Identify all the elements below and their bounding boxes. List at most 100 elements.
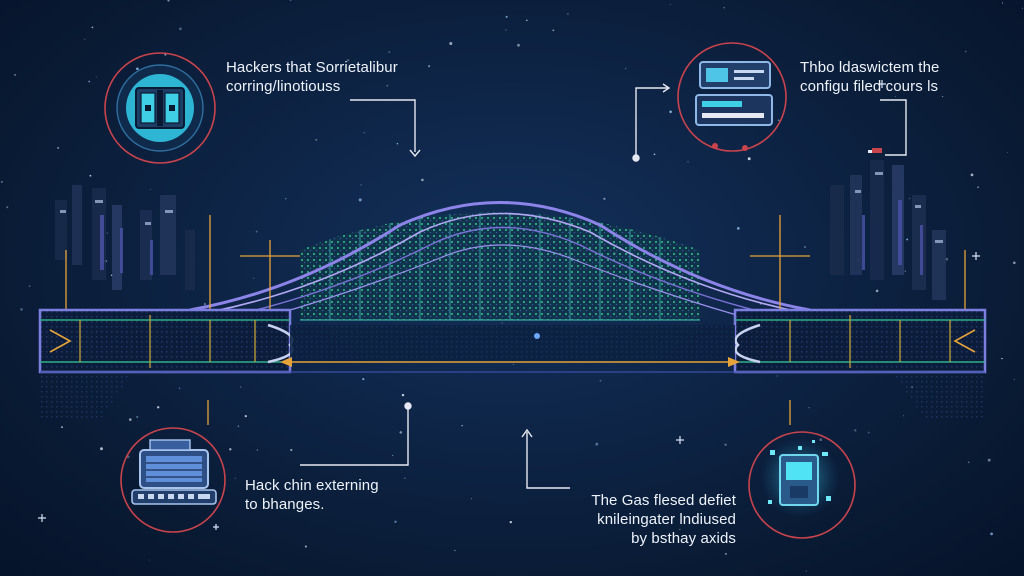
callout-leaders [300,83,907,489]
star [106,232,109,234]
star [136,415,139,419]
star [57,146,60,149]
star [1,181,3,183]
star [178,387,181,389]
right-deck [733,308,987,374]
star [136,67,139,71]
star [1012,261,1016,265]
star [244,415,247,418]
star [256,449,259,451]
star [363,131,365,134]
star [285,198,287,200]
star [1001,357,1003,360]
star [396,143,399,145]
callout-top-left-line1: Hackers that Sorrietalibur [226,59,398,76]
star [687,161,689,163]
star [669,3,671,5]
star [903,415,905,417]
star [970,173,974,177]
star [234,477,236,479]
star [461,424,463,427]
star [404,477,406,479]
star [157,406,160,409]
callout-top-left-line2: corring/linotiouss [226,78,341,95]
star [904,270,906,272]
star [990,532,993,536]
callout-top-left: Hackers that Sorrietalibur corring/linot… [226,58,398,96]
star [386,84,389,87]
star [525,19,528,22]
star [360,184,362,186]
star [653,153,656,156]
star [819,438,823,441]
callout-bottom-left-line2: to bhanges. [245,496,325,513]
star [315,138,318,141]
glitch-device-icon [748,431,856,539]
star [1013,378,1015,381]
star [679,528,681,530]
accent-marker [868,148,882,153]
bridge-arch [189,201,811,321]
star [392,454,394,457]
star [84,38,86,41]
star [428,65,431,68]
star [776,375,778,377]
star [723,7,725,9]
keyboard-terminal-icon [120,427,226,533]
star [603,197,606,200]
star [299,70,301,72]
star [595,442,599,446]
star [359,201,361,203]
star [854,429,857,432]
star [908,197,911,200]
star [736,227,740,230]
star [509,520,512,524]
right-data-columns [830,160,946,300]
callout-top-right-line2: configu filed cours ls [800,78,939,95]
star [358,198,362,202]
star [290,448,293,452]
star [88,80,91,83]
star [875,289,879,293]
star [91,26,94,29]
star [552,29,555,32]
star [977,186,979,189]
star [95,76,97,78]
star [298,89,300,91]
star [967,461,970,464]
star [255,230,258,233]
callout-bottom-right: The Gas flesed defiet knileingater lndiu… [540,491,736,548]
star [454,549,456,552]
callout-bottom-right-line2: knileingater lndiused [597,511,736,528]
star [229,448,232,451]
star [567,13,569,15]
star [987,458,991,462]
star [1001,2,1004,4]
callout-bottom-left-line1: Hack chin externing [245,477,379,494]
star [150,189,152,191]
star [148,559,150,561]
sparkles [38,80,980,530]
left-deck [38,308,294,374]
star [1022,7,1023,9]
star [867,431,870,434]
callout-top-right-line1: Thbo ldaswictem the [800,59,940,76]
star [805,570,807,572]
star [388,51,391,54]
star [178,27,182,31]
star [401,393,405,397]
star [449,42,453,45]
config-panel-icon [677,42,787,152]
star [304,545,307,548]
star [394,520,397,523]
center-roadway [40,325,985,420]
callout-bottom-right-line3: by bsthay axids [631,530,736,547]
star [625,67,627,70]
star [6,206,9,209]
bridge-towers [65,215,966,425]
star [945,257,949,261]
star [204,303,206,305]
star [747,157,751,161]
star [777,119,780,122]
star [399,431,403,434]
